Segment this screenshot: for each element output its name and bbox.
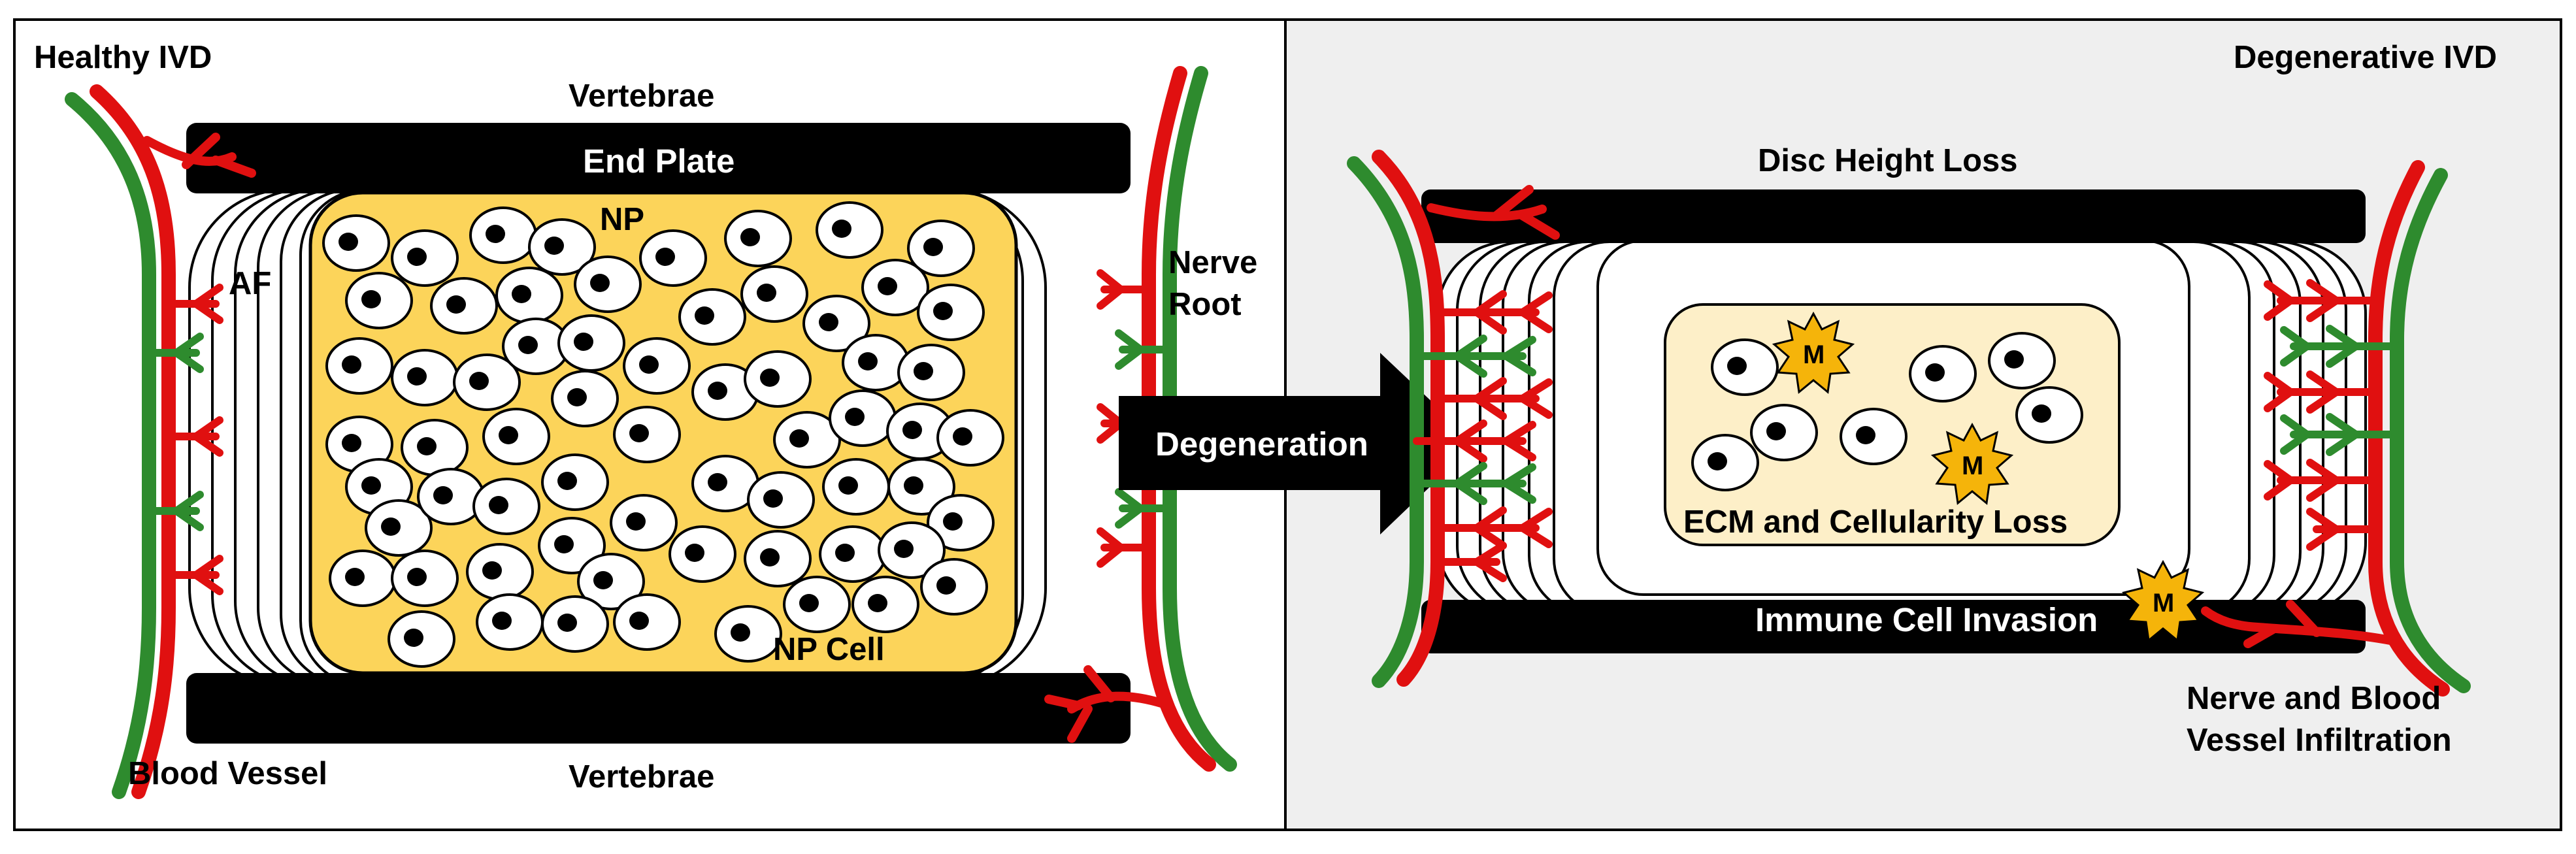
degeneration-label: Degeneration xyxy=(1155,425,1368,463)
degenerated-end-plate-top xyxy=(1421,189,2366,243)
degenerative-title: Degenerative IVD xyxy=(2234,40,2497,75)
af-label: AF xyxy=(229,266,271,301)
degenerated-left-nerve-vessel xyxy=(1347,150,1560,688)
macrophage-marker: M xyxy=(1803,340,1825,369)
disc-height-loss-label: Disc Height Loss xyxy=(1758,143,2018,178)
end-plate-top xyxy=(186,123,1131,193)
nerve-root-line2: Root xyxy=(1168,287,1242,322)
vertebrae-top-label: Vertebrae xyxy=(569,78,714,114)
left-nerve-vessel xyxy=(65,84,256,799)
np-cell-label: NP Cell xyxy=(773,632,885,667)
end-plate-bottom xyxy=(186,673,1131,744)
blood-vessel-label: Blood Vessel xyxy=(128,756,327,791)
macrophage-marker: M xyxy=(1962,452,1983,480)
degeneration-arrow-icon xyxy=(1119,353,1476,534)
np-cells xyxy=(322,201,1004,668)
nerve-root-line1: Nerve xyxy=(1168,245,1257,280)
degenerated-end-plate-bottom xyxy=(1421,600,2366,653)
macrophage-marker: M xyxy=(2153,589,2174,617)
immune-invasion-label: Immune Cell Invasion xyxy=(1755,601,2098,638)
ecm-loss-label: ECM and Cellularity Loss xyxy=(1683,504,2068,540)
np-label: NP xyxy=(600,202,644,237)
healthy-title: Healthy IVD xyxy=(34,40,212,75)
infiltration-line1: Nerve and Blood xyxy=(2187,681,2441,716)
vertebrae-bottom-label: Vertebrae xyxy=(569,759,714,795)
infiltration-line2: Vessel Infiltration xyxy=(2187,723,2452,758)
end-plate-label: End Plate xyxy=(583,142,735,180)
degenerated-right-nerve-vessel xyxy=(2201,160,2471,697)
